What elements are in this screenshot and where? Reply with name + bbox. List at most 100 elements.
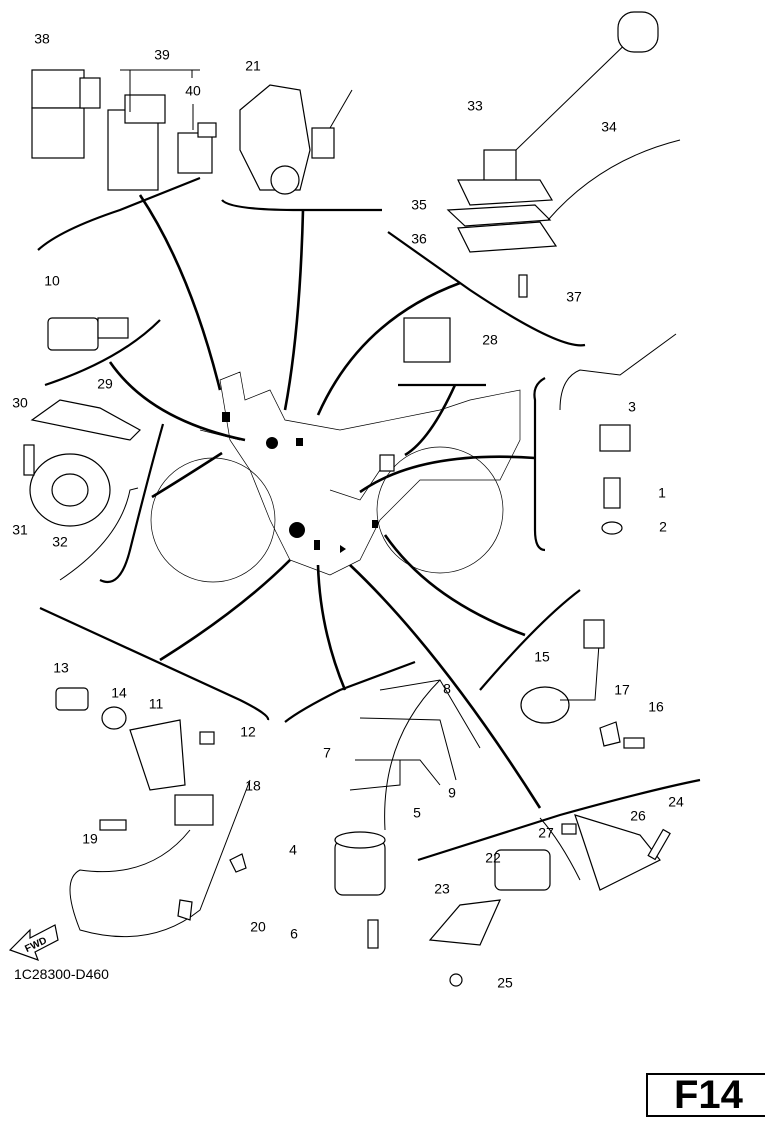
part-number-label-6: 6 [290, 926, 298, 942]
screw-19 [99, 819, 127, 831]
group-bracket-horn [99, 423, 165, 583]
relay-38 [31, 69, 101, 159]
bolt-31 [23, 444, 35, 476]
part-number-label-5: 5 [413, 805, 421, 821]
part-number-label-24: 24 [668, 794, 684, 810]
cover-23 [428, 899, 501, 946]
bracket-17 [599, 721, 621, 747]
wire-34 [547, 139, 681, 221]
fuel-sender-33 [457, 11, 659, 206]
group-bracket-fuel-sender [387, 231, 586, 347]
part-number-label-40: 40 [185, 83, 201, 99]
pin-12 [199, 731, 215, 745]
group-bracket-pickup [39, 607, 270, 721]
group-bracket-speed [479, 589, 581, 691]
part-number-label-19: 19 [82, 831, 98, 847]
part-number-label-4: 4 [289, 842, 297, 858]
part-number-label-28: 28 [482, 332, 498, 348]
washer-14 [101, 706, 127, 730]
leader-plug [359, 455, 536, 494]
diagram-code: 1C28300-D460 [14, 966, 109, 982]
bolt-37 [518, 274, 528, 298]
part-number-label-38: 38 [34, 31, 50, 47]
bolt-6 [367, 919, 379, 949]
group-bracket-21 [221, 199, 382, 212]
part-number-label-17: 17 [614, 682, 630, 698]
part-number-label-20: 20 [250, 919, 266, 935]
bolt-16 [623, 737, 645, 749]
group-bracket-10 [44, 319, 161, 387]
part-number-label-29: 29 [97, 376, 113, 392]
part-number-label-31: 31 [12, 522, 28, 538]
nut-25 [449, 973, 463, 987]
leader-horn [151, 451, 223, 499]
part-number-label-3: 3 [628, 399, 636, 415]
part-21 [239, 84, 353, 195]
part-number-label-39: 39 [154, 47, 170, 63]
part-number-label-1: 1 [658, 485, 666, 501]
part-number-label-11: 11 [149, 696, 164, 712]
part-number-label-21: 21 [245, 58, 261, 74]
sensor-10 [47, 317, 129, 351]
spark-plug-cap-3 [559, 333, 677, 452]
plate-36 [457, 221, 558, 253]
leader-speed [383, 534, 526, 637]
fwd-arrow-icon [8, 924, 59, 961]
pickup-coil-18 [69, 779, 251, 938]
relay-39 [107, 94, 166, 191]
leader-brake [349, 564, 542, 809]
part-number-label-34: 34 [601, 119, 617, 135]
group-bracket-relays [37, 176, 201, 251]
part-number-label-15: 15 [534, 649, 550, 665]
plate-11 [129, 719, 186, 791]
part-number-label-23: 23 [434, 881, 450, 897]
group-bracket-relay4 [284, 660, 416, 723]
clamp-20 [177, 853, 247, 921]
leader-21 [283, 209, 305, 411]
part-number-label-14: 14 [111, 685, 127, 701]
ties-8-9 [355, 679, 481, 831]
part-number-label-13: 13 [53, 660, 69, 676]
part-number-label-30: 30 [12, 395, 28, 411]
part-number-label-36: 36 [411, 231, 427, 247]
spark-plug-1 [603, 477, 621, 509]
bolt-13 [55, 687, 89, 711]
part-number-label-26: 26 [630, 808, 646, 824]
part-number-label-32: 32 [52, 534, 68, 550]
leader-28 [404, 384, 457, 457]
part-number-label-12: 12 [240, 724, 256, 740]
gasket-35 [446, 204, 552, 227]
part-number-label-7: 7 [323, 745, 331, 761]
part-number-label-37: 37 [566, 289, 582, 305]
motorcycle-outline [150, 371, 521, 583]
leader-relay4 [316, 564, 347, 691]
tie-32 [59, 487, 139, 581]
leader-relays [138, 194, 222, 391]
group-bracket-brake [417, 778, 701, 862]
brake-switch-22 [494, 817, 581, 891]
horn-29 [29, 399, 141, 527]
relay-40 [177, 122, 217, 174]
bolt-24 [647, 828, 671, 861]
part-number-label-9: 9 [448, 785, 456, 801]
part-number-label-18: 18 [245, 778, 261, 794]
figure-id-box: F14 [646, 1073, 765, 1117]
speed-sensor-15 [520, 619, 605, 724]
part-number-label-22: 22 [485, 850, 501, 866]
part-number-label-10: 10 [44, 273, 60, 289]
part-number-label-16: 16 [648, 699, 664, 715]
leader-pickup [159, 559, 291, 662]
part-number-label-2: 2 [659, 519, 667, 535]
relay-4 [334, 831, 386, 896]
leader-10 [108, 361, 246, 442]
part-number-label-8: 8 [443, 681, 451, 697]
part-number-label-25: 25 [497, 975, 513, 991]
screw-27 [561, 823, 577, 835]
part-number-label-35: 35 [411, 197, 427, 213]
lead-7 [349, 760, 401, 791]
washer-2 [601, 521, 623, 535]
cover-26 [574, 814, 661, 891]
part-number-label-33: 33 [467, 98, 483, 114]
